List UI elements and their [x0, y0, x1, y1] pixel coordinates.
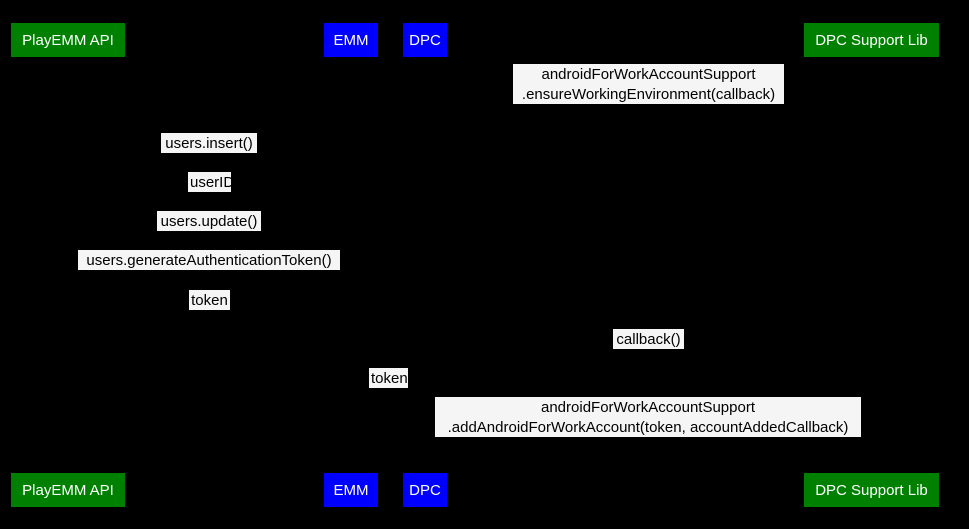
participant-label: EMM [333, 31, 369, 49]
message-label-add-android-for-work-account: androidForWorkAccountSupport .addAndroidF… [435, 397, 861, 437]
participant-label: PlayEMM API [22, 481, 114, 499]
participant-label: DPC [409, 481, 441, 499]
message-label-line: callback() [616, 331, 681, 348]
participant-label: PlayEMM API [22, 31, 114, 49]
message-label-user-id: userID [188, 172, 235, 192]
message-label-callback: callback() [613, 329, 684, 349]
message-label-line: users.update() [160, 213, 258, 230]
message-label-line: .ensureWorkingEnvironment(callback) [521, 86, 776, 103]
participant-dpc-support-lib-bottom[interactable]: DPC Support Lib [804, 473, 939, 507]
message-label-line: users.insert() [165, 135, 253, 152]
message-label-line: users.generateAuthenticationToken() [86, 252, 332, 269]
participant-emm-top[interactable]: EMM [324, 23, 378, 57]
message-label-users-insert: users.insert() [161, 133, 257, 153]
message-label-line: token [371, 370, 408, 387]
participant-playemm-api-bottom[interactable]: PlayEMM API [11, 473, 125, 507]
participant-label: DPC [409, 31, 441, 49]
message-label-users-generate-authentication-token: users.generateAuthenticationToken() [78, 250, 340, 270]
message-label-line: androidForWorkAccountSupport [541, 66, 756, 83]
message-label-token-first: token [189, 290, 230, 310]
participant-dpc-support-lib-top[interactable]: DPC Support Lib [804, 23, 939, 57]
participant-playemm-api-top[interactable]: PlayEMM API [11, 23, 125, 57]
participant-label: DPC Support Lib [815, 31, 928, 49]
participant-label: DPC Support Lib [815, 481, 928, 499]
message-label-users-update: users.update() [157, 211, 261, 231]
message-label-line: token [191, 292, 228, 309]
message-label-line: androidForWorkAccountSupport [541, 399, 755, 416]
message-label-line: .addAndroidForWorkAccount(token, account… [447, 419, 849, 436]
participant-emm-bottom[interactable]: EMM [324, 473, 378, 507]
participant-dpc-bottom[interactable]: DPC [403, 473, 447, 507]
message-label-token-second: token [369, 368, 408, 388]
participant-dpc-top[interactable]: DPC [403, 23, 447, 57]
participant-label: EMM [333, 481, 369, 499]
message-label-line: userID [190, 174, 235, 191]
message-label-ensure-working-environment: androidForWorkAccountSupport .ensureWorki… [513, 64, 784, 104]
